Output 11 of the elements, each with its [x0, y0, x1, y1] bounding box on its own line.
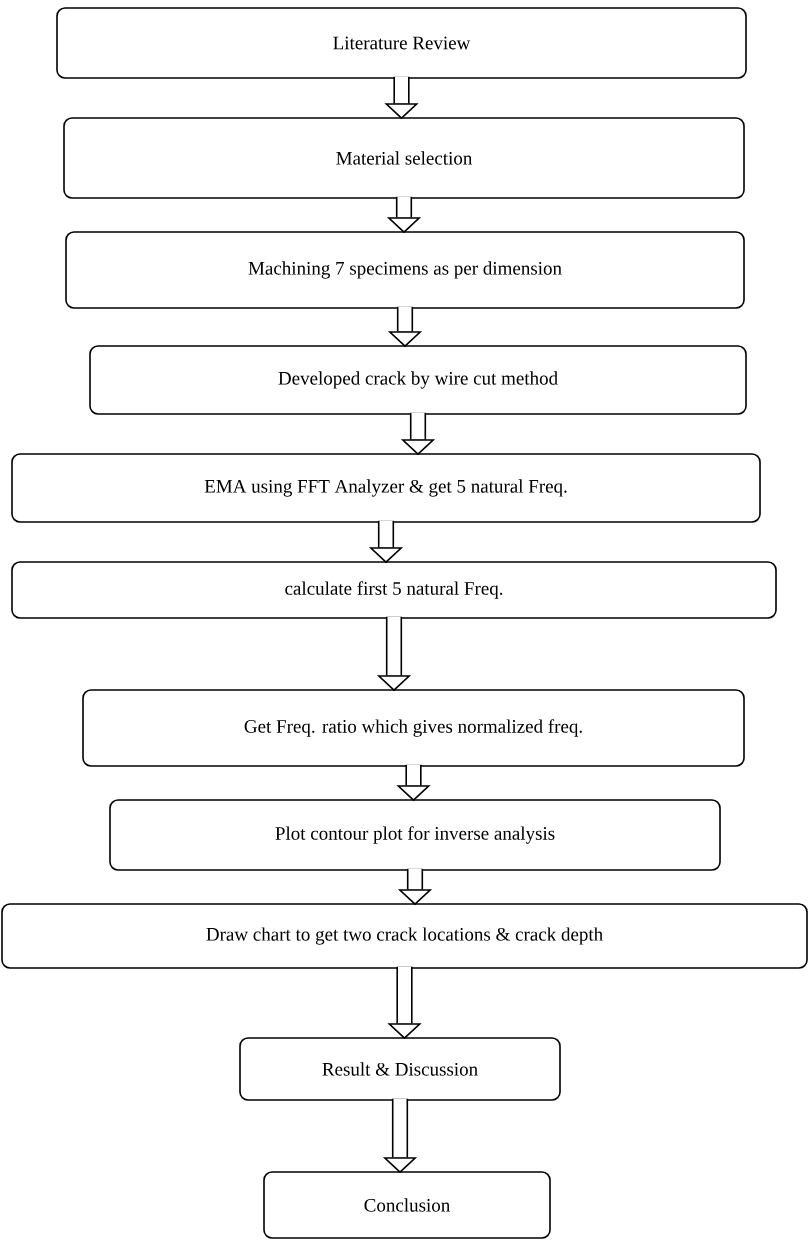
process-box: Material selection [63, 117, 745, 199]
process-box: calculate first 5 natural Freq. [11, 561, 777, 619]
process-box: Draw chart to get two crack locations & crack depth [1, 903, 808, 969]
process-box: Machining 7 specimens as per dimension [65, 231, 745, 309]
process-box: Result & Discussion [239, 1037, 561, 1101]
process-box: Developed crack by wire cut method [89, 345, 747, 415]
process-box: EMA using FFT Analyzer & get 5 natural Freq. [11, 453, 761, 523]
process-box: Conclusion [263, 1171, 551, 1239]
process-box: Literature Review [56, 7, 747, 79]
process-box: Plot contour plot for inverse analysis [109, 799, 721, 871]
process-box: Get Freq. ratio which gives normalized freq. [82, 689, 745, 767]
